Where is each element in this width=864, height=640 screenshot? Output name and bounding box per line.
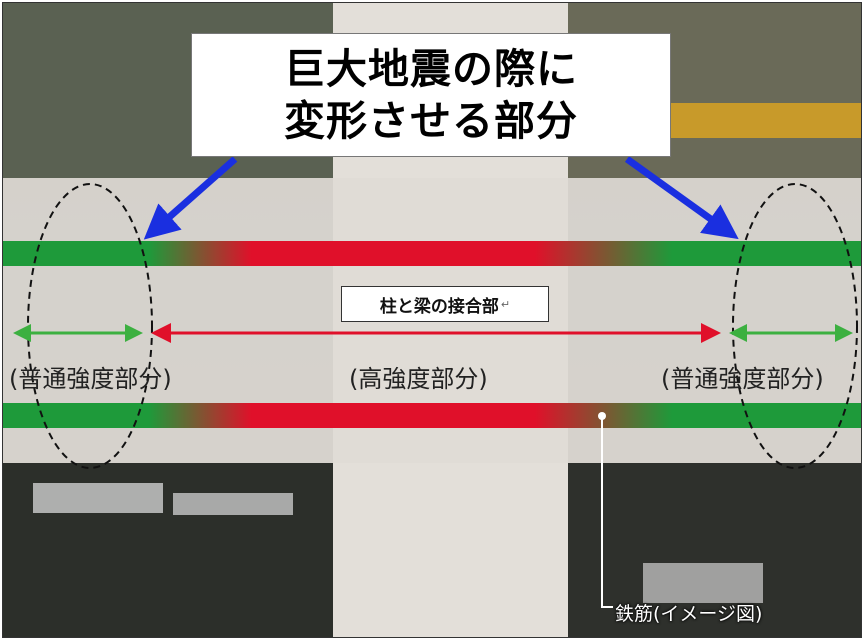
callout-box: 巨大地震の際に 変形させる部分 <box>191 33 671 157</box>
return-mark: ↵ <box>500 297 511 311</box>
left-normal-strength-label: (普通強度部分) <box>9 365 172 393</box>
rebar-bar-top <box>3 241 861 266</box>
rebar-label: 鉄筋(イメージ図) <box>615 603 763 625</box>
callout-line-2: 変形させる部分 <box>284 97 578 145</box>
dashed-ellipse-right <box>732 183 858 469</box>
double-arrow-icon-left-green <box>13 324 143 342</box>
jack-bracket-left <box>33 483 163 513</box>
lower-right-jacks <box>568 463 861 637</box>
joint-label-box: 柱と梁の接合部↵ <box>341 286 549 322</box>
right-normal-strength-label: (普通強度部分) <box>661 365 824 393</box>
yellow-beam <box>643 103 861 138</box>
callout-line-1: 巨大地震の際に <box>284 45 578 93</box>
joint-label: 柱と梁の接合部 <box>379 296 499 317</box>
double-arrow-icon-center-red <box>151 323 721 343</box>
blue-arrow-icon-right <box>624 156 739 240</box>
leader-line-icon <box>601 416 613 608</box>
blue-arrow-icon-left <box>143 156 238 240</box>
dashed-ellipse-left <box>27 183 153 469</box>
rebar-bar-bottom <box>3 403 861 428</box>
center-high-strength-label: (高強度部分) <box>349 365 488 393</box>
double-arrow-icon-right-green <box>729 324 853 342</box>
jack-bracket-right <box>643 563 763 603</box>
jack-bracket-mid <box>173 493 293 515</box>
